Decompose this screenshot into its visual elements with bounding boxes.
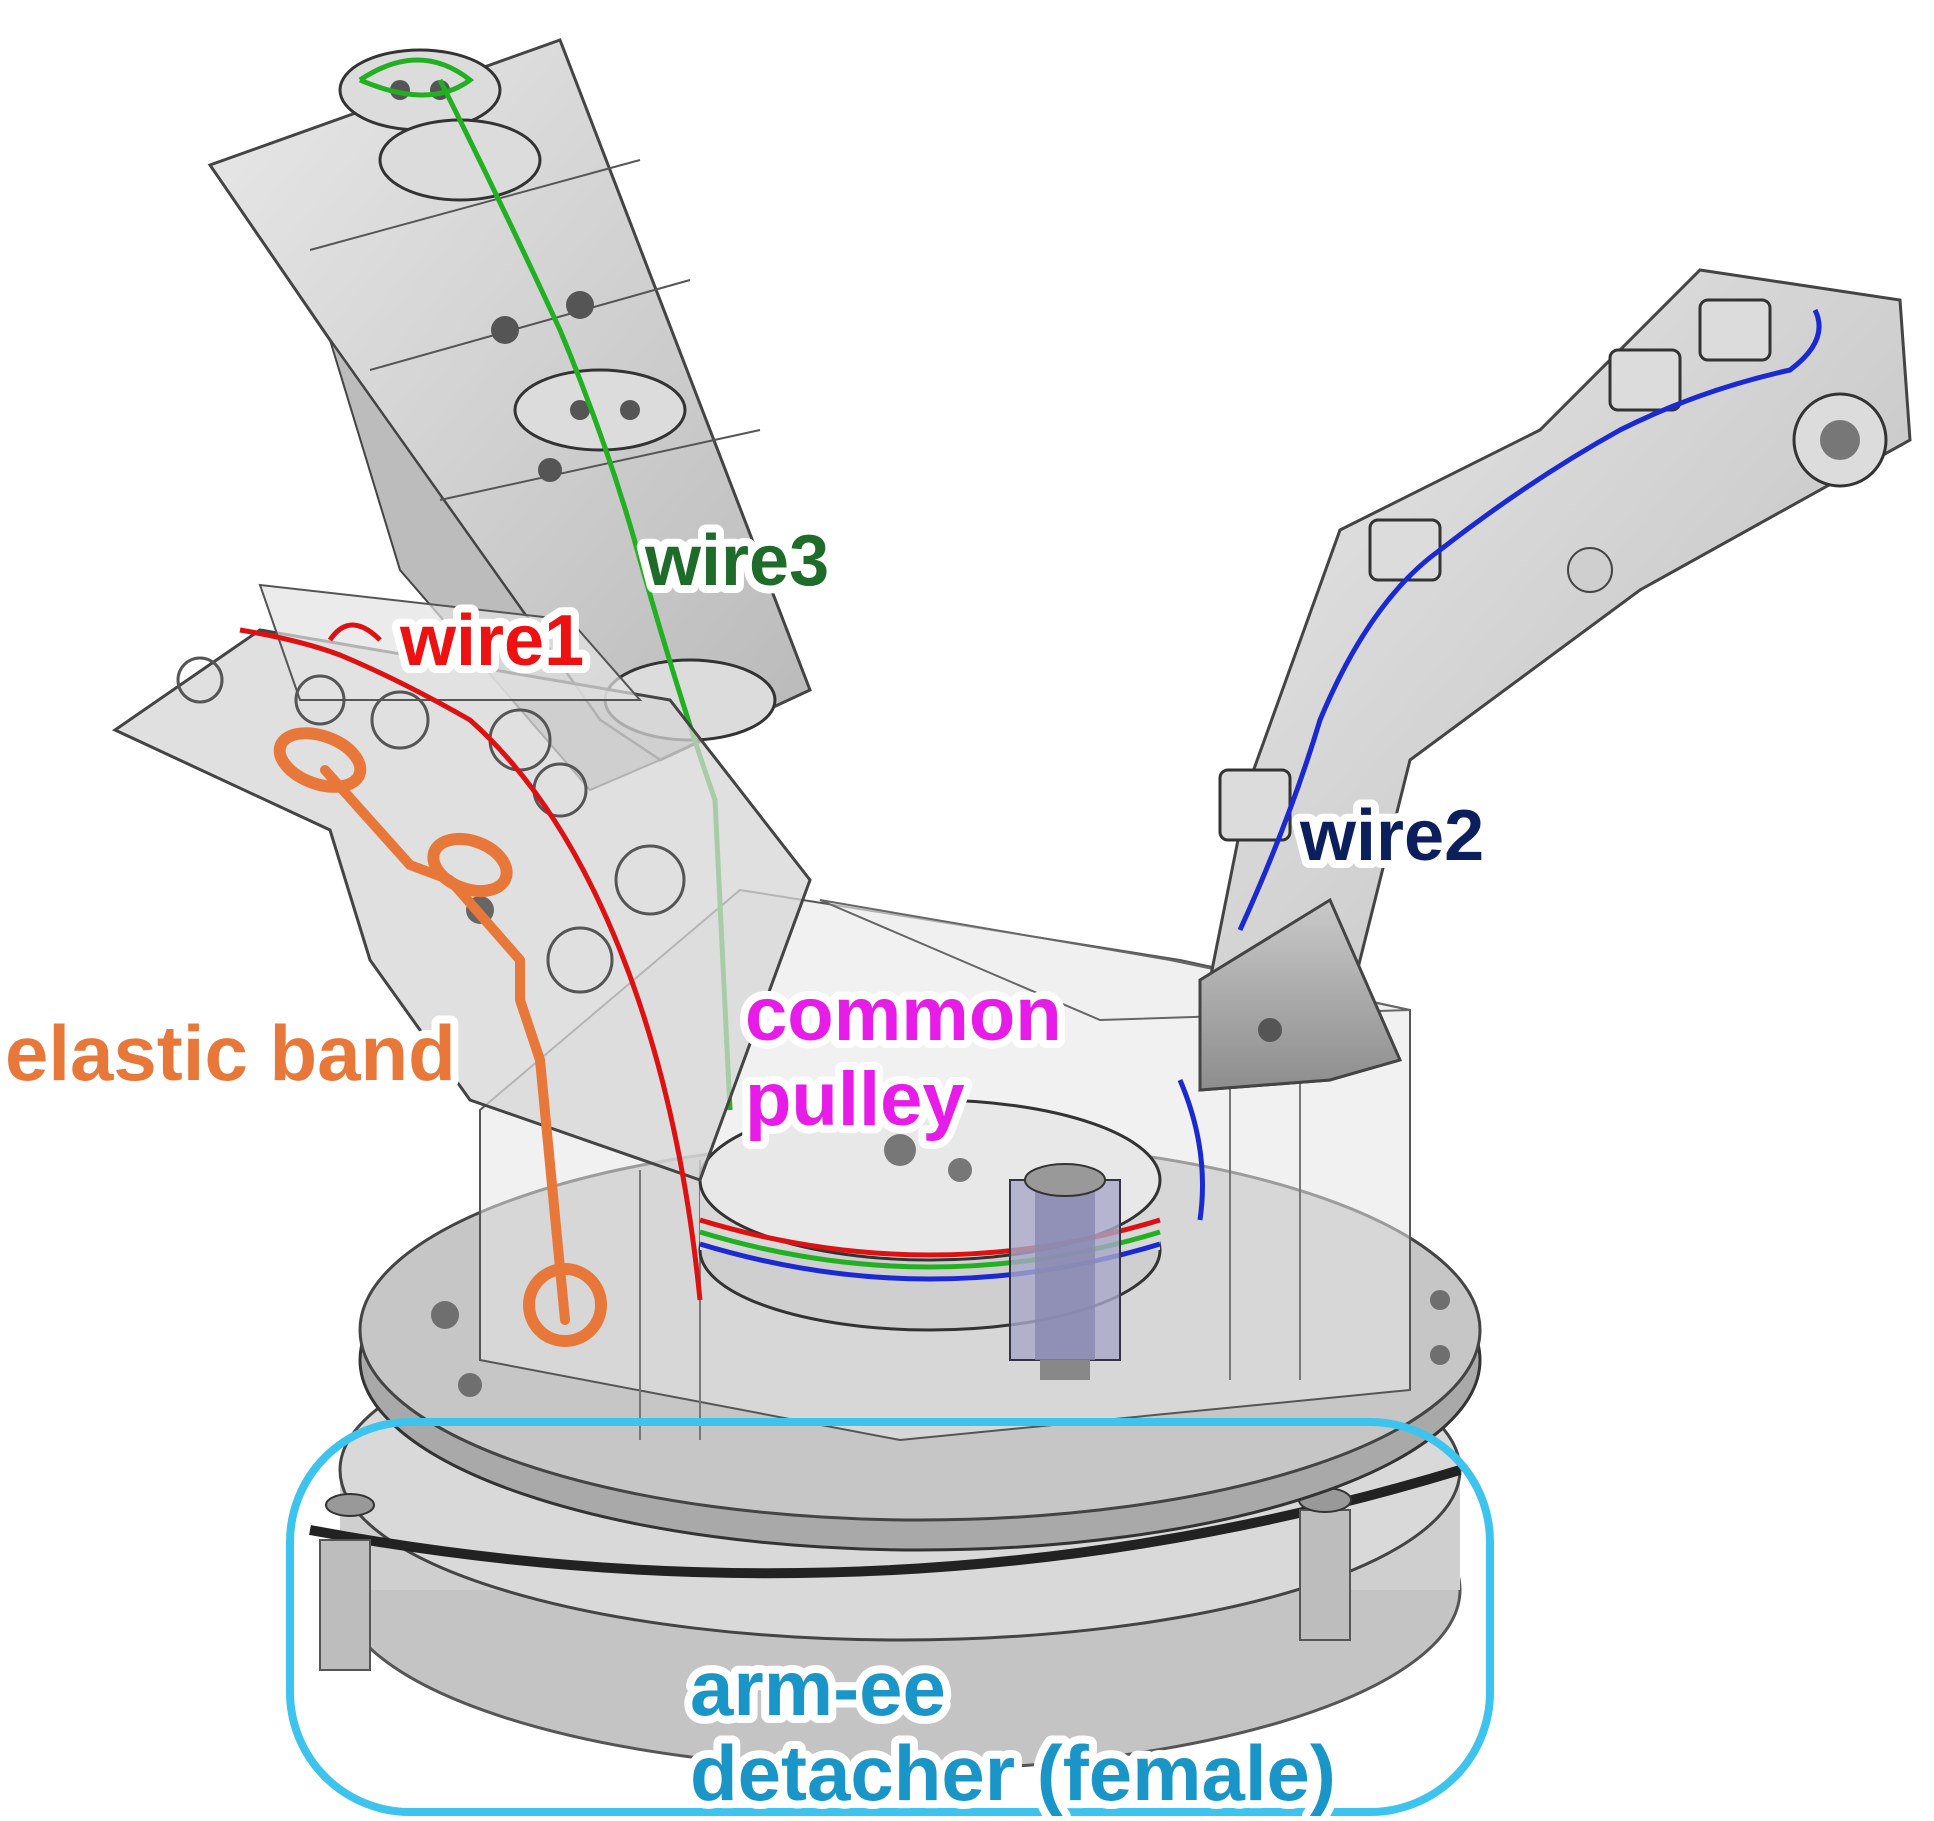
label-common-pulley-line2: pulley xyxy=(745,1057,965,1142)
motor-gear xyxy=(1009,1163,1121,1380)
label-wire3: wire3 xyxy=(644,521,829,601)
label-wire1: wire1 xyxy=(399,601,584,681)
detacher-outline xyxy=(286,1418,1494,1816)
left-finger xyxy=(207,38,812,1111)
elastic-band xyxy=(273,727,607,1347)
label-elastic-band: elastic band xyxy=(5,1009,456,1097)
label-common-pulley-line1: common xyxy=(745,972,1062,1057)
label-detacher-line1: arm-ee xyxy=(690,1644,946,1732)
label-detacher-line2: detacher (female) xyxy=(690,1729,1336,1817)
label-wire2: wire2 xyxy=(1299,796,1484,876)
right-finger xyxy=(1177,268,1912,1221)
